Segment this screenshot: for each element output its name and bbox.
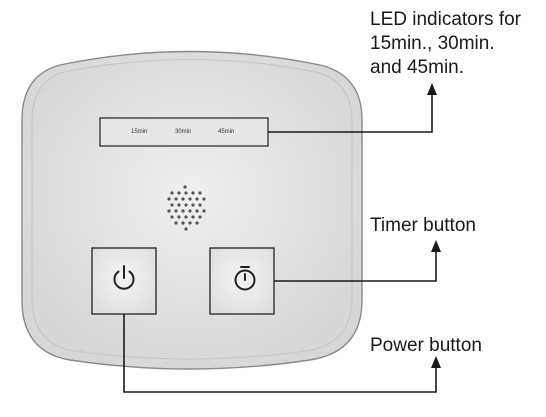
power-leader-line <box>123 314 437 393</box>
power-icon <box>113 265 135 290</box>
speaker-grille-hole <box>181 197 185 201</box>
timer-button-callout: Timer button <box>370 215 476 236</box>
speaker-grille-hole <box>174 221 178 225</box>
power-arrowhead <box>431 356 441 368</box>
speaker-grille-hole <box>191 215 195 219</box>
power-button[interactable] <box>91 247 157 315</box>
speaker-grille-icon <box>167 185 206 231</box>
speaker-grille-hole <box>167 209 171 213</box>
speaker-grille-hole <box>170 215 174 219</box>
speaker-grille-hole <box>188 221 192 225</box>
device-body-inner-edge <box>31 59 353 360</box>
led-label-15min: 15min <box>131 129 148 135</box>
stopwatch-icon <box>234 266 256 291</box>
timer-button[interactable] <box>209 247 275 315</box>
speaker-grille-hole <box>174 197 178 201</box>
speaker-grille-hole <box>170 203 174 207</box>
speaker-grille-hole <box>191 203 195 207</box>
speaker-grille-hole <box>198 191 202 195</box>
speaker-grille-hole <box>170 191 174 195</box>
speaker-grille-hole <box>188 197 192 201</box>
speaker-grille-hole <box>198 203 202 207</box>
speaker-grille-hole <box>202 197 206 201</box>
speaker-grille-hole <box>184 203 188 207</box>
speaker-grille-hole <box>177 203 181 207</box>
speaker-grille-hole <box>198 215 202 219</box>
led-label-45min: 45min <box>218 129 235 135</box>
led-callout-line-2: 15min., 30min. <box>370 33 495 54</box>
speaker-grille-hole <box>202 209 206 213</box>
led-indicator-panel <box>99 117 269 147</box>
speaker-grille-hole <box>183 185 187 189</box>
leader-lines <box>123 94 437 393</box>
timer-arrowhead <box>431 240 441 252</box>
speaker-grille-hole <box>184 191 188 195</box>
speaker-grille-hole <box>188 209 192 213</box>
speaker-grille-hole <box>184 215 188 219</box>
led-callout-line-3: and 45min. <box>370 57 465 78</box>
timer-leader-line <box>274 250 437 282</box>
led-leader-line <box>268 94 433 133</box>
speaker-grille-hole <box>184 227 188 231</box>
speaker-grille-hole <box>181 221 185 225</box>
arrowheads <box>427 83 441 368</box>
speaker-grille-hole <box>174 209 178 213</box>
speaker-grille-hole <box>195 209 199 213</box>
led-arrowhead <box>427 83 437 95</box>
speaker-grille-hole <box>195 221 199 225</box>
led-label-30min: 30min <box>175 129 192 135</box>
speaker-grille-hole <box>177 215 181 219</box>
power-button-callout: Power button <box>370 335 482 356</box>
speaker-grille-hole <box>181 209 185 213</box>
led-callout-line-1: LED indicators for <box>370 9 522 30</box>
speaker-grille-hole <box>167 197 171 201</box>
speaker-grille-hole <box>195 197 199 201</box>
speaker-grille-hole <box>177 191 181 195</box>
speaker-grille-hole <box>191 191 195 195</box>
device-body <box>21 50 363 370</box>
